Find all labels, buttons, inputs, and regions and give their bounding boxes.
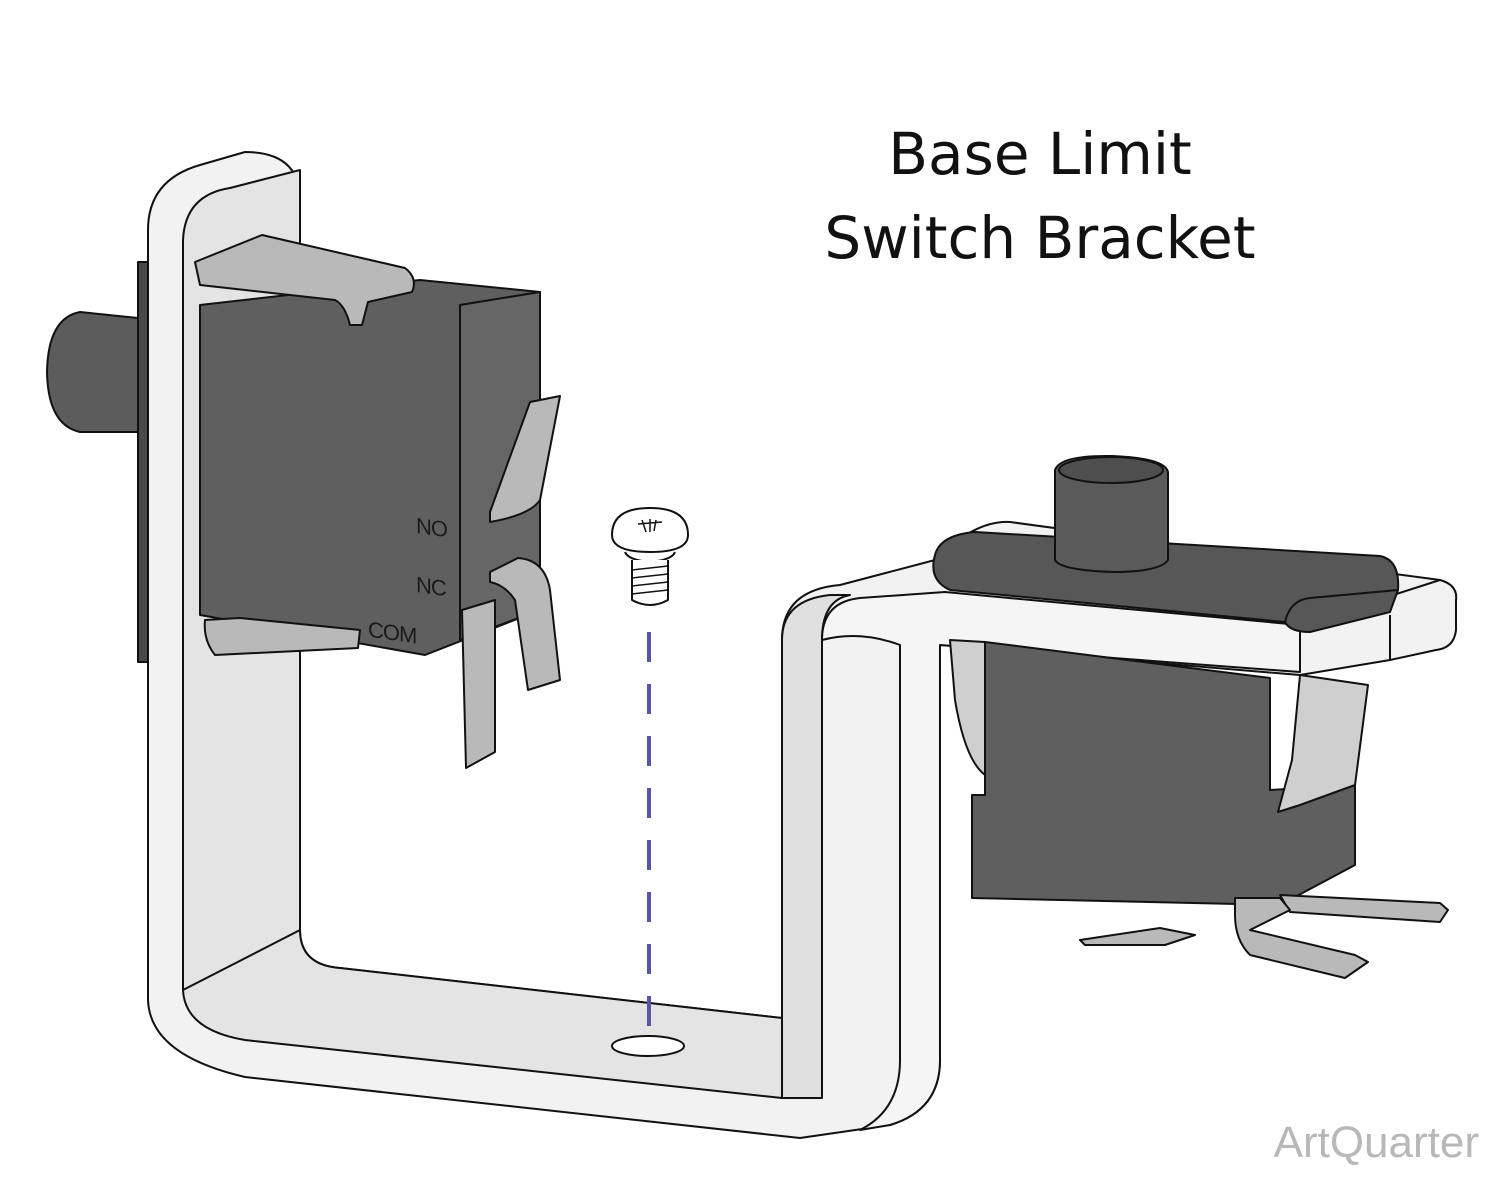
diagram-title-line-1: Base Limit [888,120,1192,188]
diagram-title-line-2: Switch Bracket [824,204,1256,272]
right-limit-switch [932,454,1449,979]
terminal-com [461,599,496,769]
right-switch-side-clip [949,639,986,776]
watermark-text: ArtQuarter [1273,1118,1479,1167]
screw-icon [611,507,689,606]
label-no: NO [416,512,447,543]
bracket-top-tab [821,591,1301,1131]
left-switch-bottom-clip [203,617,361,656]
terminal-no [489,395,561,523]
left-switch-plunger [46,311,139,433]
right-switch-plunger [1054,454,1169,573]
right-terminal-2 [1234,897,1369,979]
terminal-nc [489,557,561,691]
left-limit-switch [46,234,561,769]
right-terminal-1 [1279,894,1449,923]
label-nc: NC [416,571,446,602]
right-switch-lower-body [971,641,1356,906]
right-switch-side-clip-2 [1277,674,1369,813]
screw-hole [611,1035,685,1057]
left-switch-top-clip [194,234,415,326]
right-switch-cap [932,531,1400,633]
right-terminal-3 [1079,927,1196,946]
